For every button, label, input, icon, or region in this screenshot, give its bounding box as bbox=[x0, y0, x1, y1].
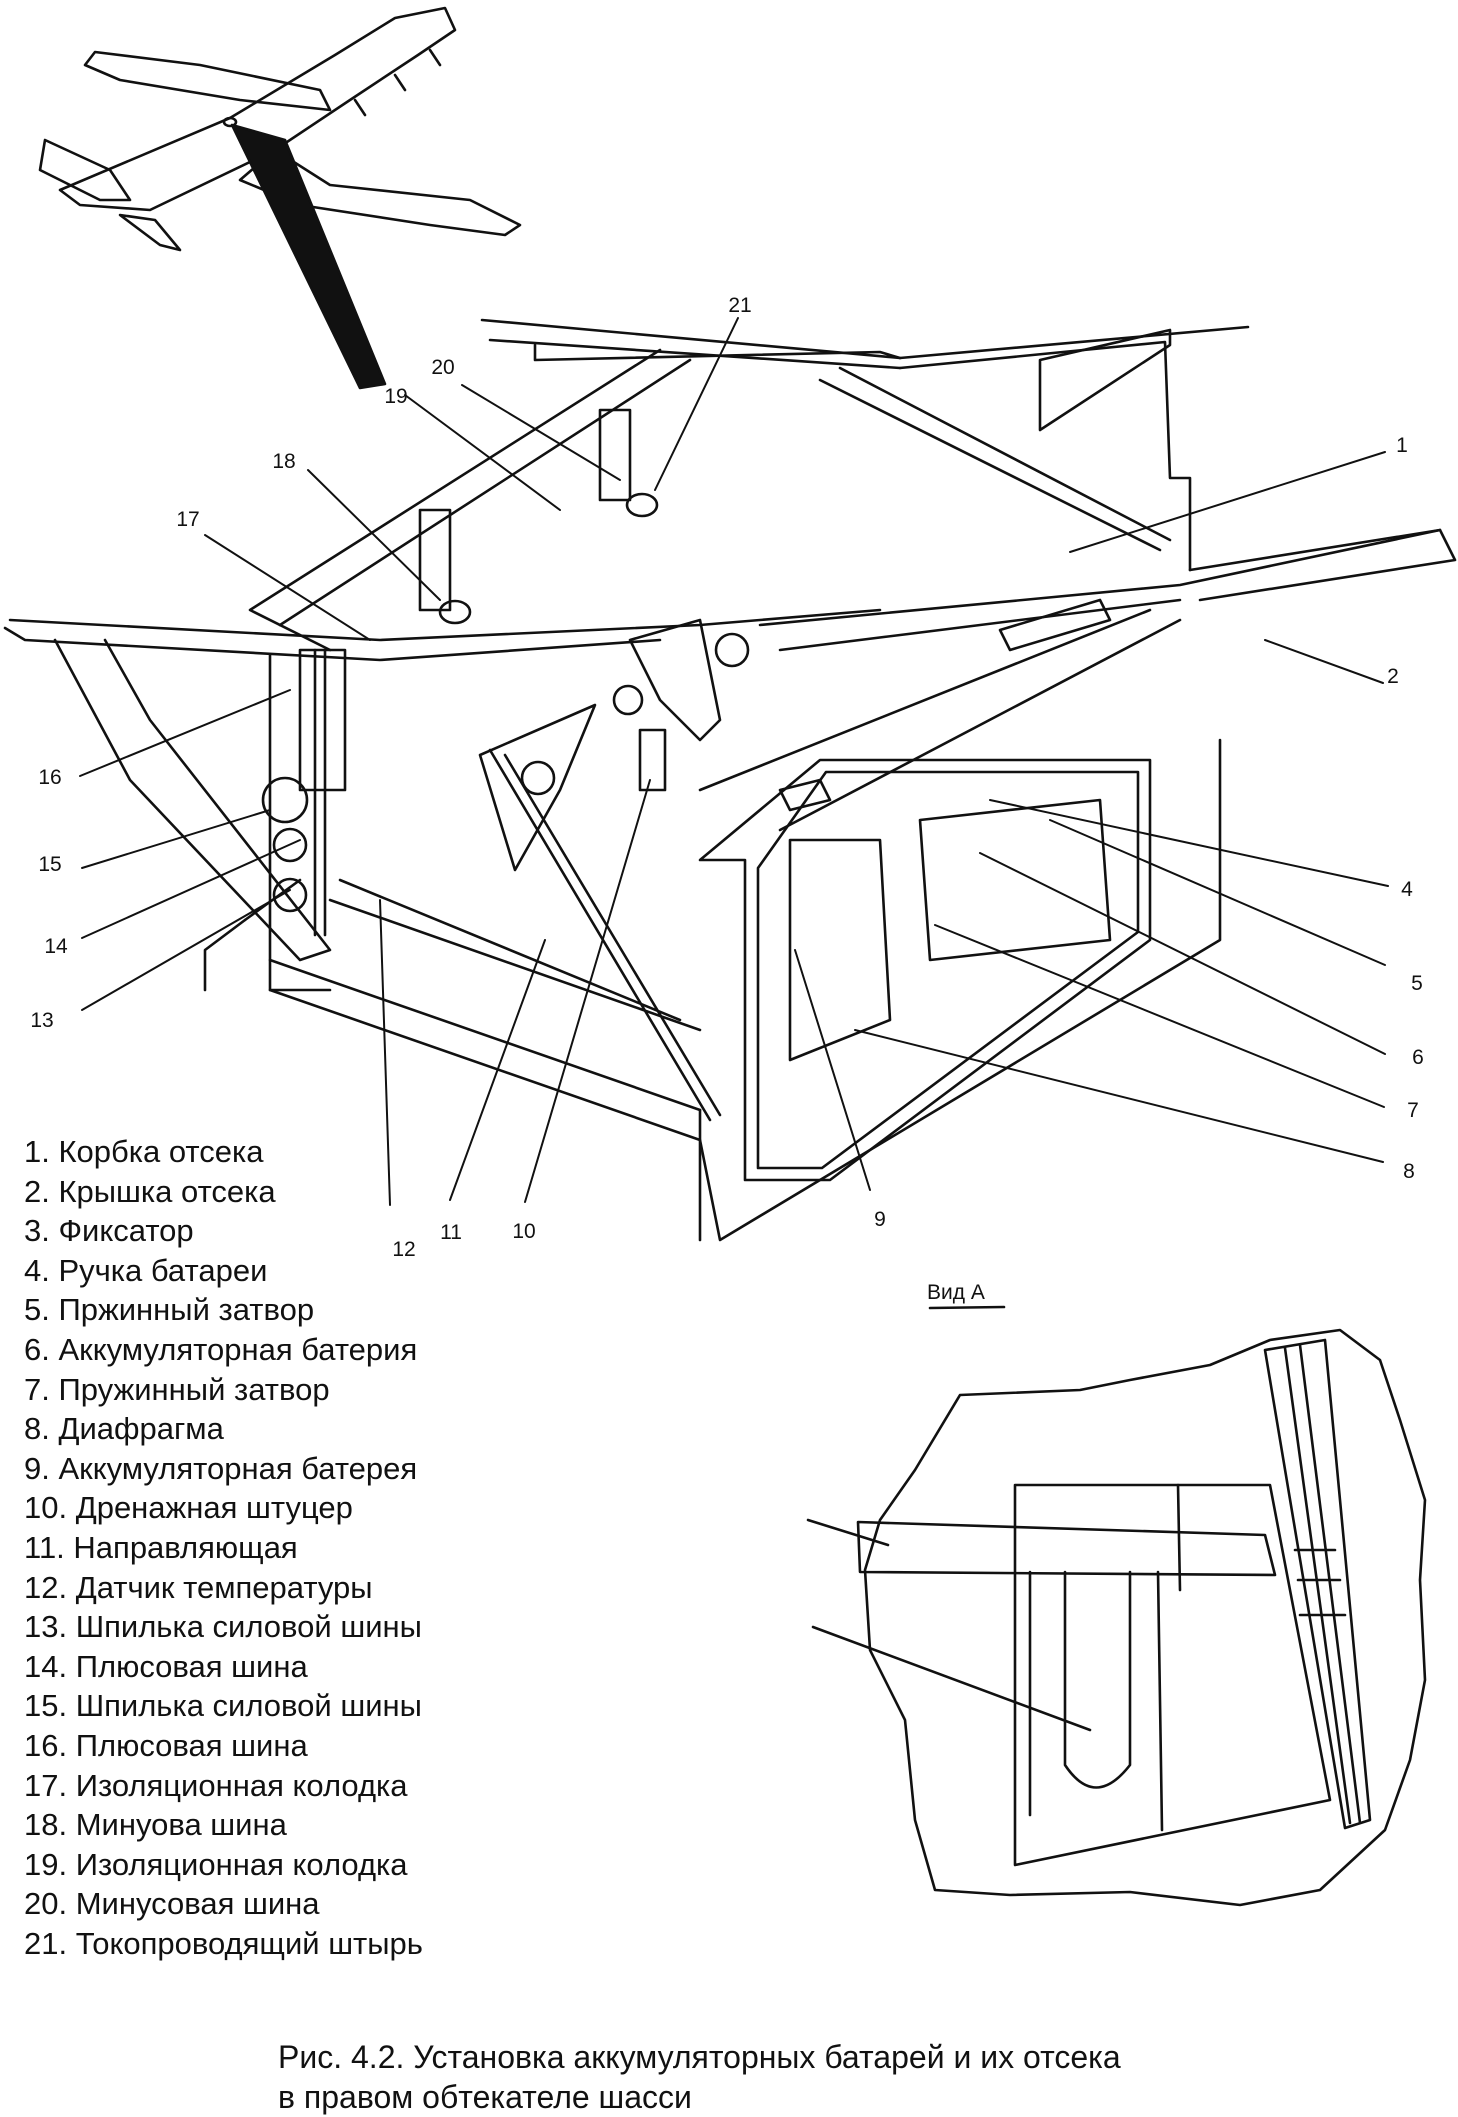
callout-18: 18 bbox=[272, 450, 295, 473]
callout-7: 7 bbox=[1407, 1099, 1419, 1122]
legend-item: 11. Направляющая bbox=[24, 1529, 298, 1565]
callout-9: 9 bbox=[874, 1208, 886, 1231]
callout-2: 2 bbox=[1387, 665, 1399, 688]
compartment-box bbox=[3, 318, 1457, 1242]
legend-item: 14. Плюсовая шина bbox=[24, 1648, 308, 1684]
legend-item: 12. Датчик температуры bbox=[24, 1569, 373, 1605]
callout-16: 16 bbox=[38, 766, 61, 789]
legend-item: 8. Диафрагма bbox=[24, 1411, 224, 1447]
legend-item: 15. Шпилька силовой шины bbox=[24, 1688, 422, 1724]
callout-1: 1 bbox=[1396, 434, 1408, 457]
legend-item: 20. Минусовая шина bbox=[24, 1886, 320, 1922]
view-a-detail bbox=[806, 1305, 1427, 1907]
legend-item: 21. Токопроводящий штырь bbox=[24, 1925, 423, 1961]
legend-item: 10. Дренажная штуцер bbox=[24, 1490, 353, 1526]
callout-4: 4 bbox=[1401, 878, 1413, 901]
callout-20: 20 bbox=[431, 356, 454, 379]
callout-17: 17 bbox=[176, 508, 199, 531]
legend-item: 4. Ручка батареи bbox=[24, 1252, 268, 1288]
callout-21: 21 bbox=[728, 294, 751, 317]
legend-item: 17. Изоляционная колодка bbox=[24, 1767, 408, 1803]
legend-item: 3. Фиксатор bbox=[24, 1213, 194, 1249]
legend-item: 19. Изоляционная колодка bbox=[24, 1846, 408, 1882]
callout-leaders bbox=[79, 317, 1389, 1206]
figure-caption: Рис. 4.2. Установка аккумуляторных батар… bbox=[278, 2037, 1121, 2117]
terminal-assembly bbox=[203, 408, 667, 992]
legend-item: 13. Шпилька силовой шины bbox=[24, 1609, 422, 1645]
legend-item: 7. Пружинный затвор bbox=[24, 1371, 330, 1407]
legend-item: 1. Корбка отсека bbox=[24, 1134, 264, 1169]
callout-8: 8 bbox=[1403, 1160, 1415, 1183]
legend-item: 9. Аккумуляторная батерея bbox=[24, 1450, 418, 1486]
legend-item: 6. Аккумуляторная батерия bbox=[24, 1331, 418, 1367]
callout-11: 11 bbox=[440, 1221, 462, 1244]
location-pointer bbox=[230, 123, 387, 390]
legend-item: 2. Крышка отсека bbox=[24, 1173, 276, 1209]
callout-5: 5 bbox=[1411, 972, 1423, 995]
caption-line-2: в правом обтекателе шасси bbox=[278, 2079, 692, 2115]
aircraft-silhouette bbox=[38, 6, 522, 252]
callout-13: 13 bbox=[30, 1009, 53, 1032]
callout-19: 19 bbox=[384, 385, 407, 408]
view-a-label: Вид А bbox=[927, 1281, 985, 1304]
callout-6: 6 bbox=[1412, 1046, 1424, 1069]
caption-line-1: Рис. 4.2. Установка аккумуляторных батар… bbox=[278, 2039, 1121, 2075]
legend-item: 18. Минуова шина bbox=[24, 1807, 287, 1843]
legend-item: 16. Плюсовая шина bbox=[24, 1727, 308, 1763]
callout-12: 12 bbox=[392, 1238, 415, 1261]
parts-legend: 1. Корбка отсека 2. Крышка отсека 3. Фик… bbox=[24, 1132, 423, 1963]
callout-10: 10 bbox=[512, 1220, 535, 1243]
legend-item: 5. Пржинный затвор bbox=[24, 1292, 315, 1328]
callout-14: 14 bbox=[44, 935, 68, 958]
callout-15: 15 bbox=[38, 853, 61, 876]
